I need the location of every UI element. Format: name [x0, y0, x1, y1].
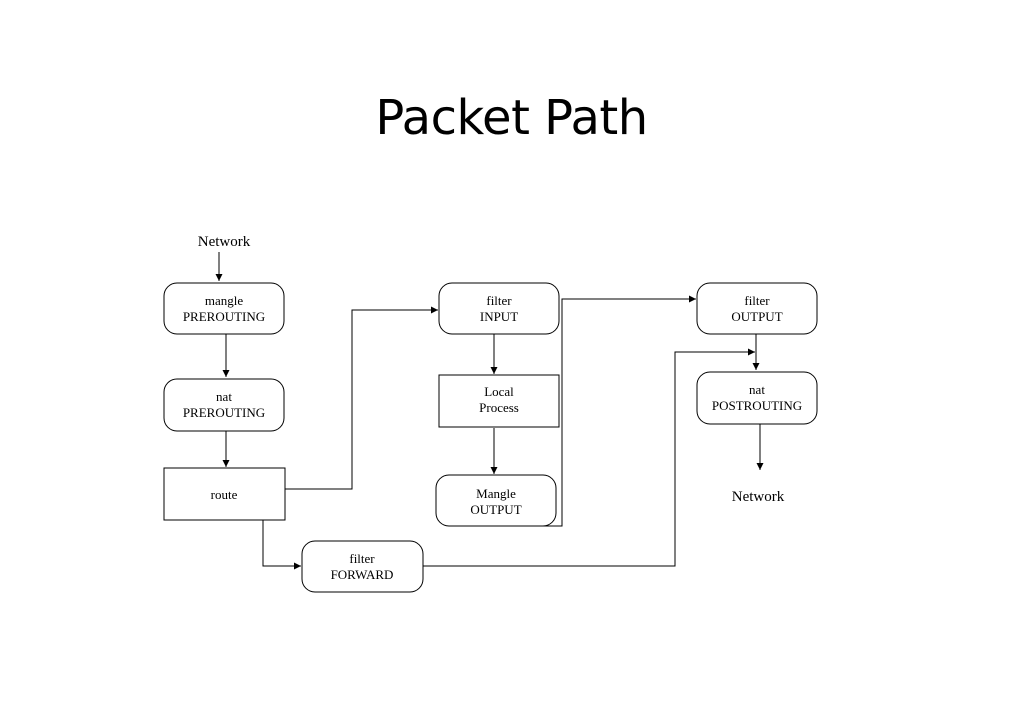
node-mangle-output-line2: OUTPUT	[470, 502, 521, 517]
node-filter-output-line2: OUTPUT	[731, 309, 782, 324]
node-filter-forward: filter FORWARD	[301, 540, 424, 593]
node-nat-postrouting-line1: nat	[749, 382, 765, 397]
node-mangle-prerouting-line2: PREROUTING	[183, 309, 265, 324]
node-filter-input-line2: INPUT	[480, 309, 518, 324]
node-mangle-output: Mangle OUTPUT	[435, 474, 557, 527]
edge-filter-forward-to-nat-postrouting	[423, 348, 755, 567]
node-local-process: Local Process	[438, 374, 560, 428]
node-local-process-line2: Process	[479, 400, 519, 415]
node-filter-input-line1: filter	[486, 293, 512, 308]
slide-title: Packet Path	[375, 90, 648, 146]
edge-route-to-filter-input	[285, 306, 438, 490]
edge-route-to-filter-forward	[262, 520, 301, 570]
network-in-label: Network	[198, 234, 251, 250]
node-mangle-prerouting: mangle PREROUTING	[163, 282, 285, 335]
node-nat-prerouting: nat PREROUTING	[163, 378, 285, 432]
node-nat-postrouting: nat POSTROUTING	[696, 371, 818, 425]
node-mangle-prerouting-line1: mangle	[205, 293, 243, 308]
node-mangle-output-line1: Mangle	[476, 486, 516, 501]
node-route: route	[163, 467, 286, 521]
node-nat-prerouting-line1: nat	[216, 389, 232, 404]
node-nat-prerouting-line2: PREROUTING	[183, 405, 265, 420]
node-nat-postrouting-line2: POSTROUTING	[712, 398, 802, 413]
node-local-process-line1: Local	[484, 384, 514, 399]
node-filter-forward-line2: FORWARD	[331, 567, 394, 582]
network-out-label: Network	[732, 489, 785, 505]
node-filter-output: filter OUTPUT	[696, 282, 818, 335]
node-route-label: route	[211, 487, 238, 502]
node-filter-input: filter INPUT	[438, 282, 560, 335]
node-filter-output-line1: filter	[744, 293, 770, 308]
node-filter-forward-line1: filter	[349, 551, 375, 566]
